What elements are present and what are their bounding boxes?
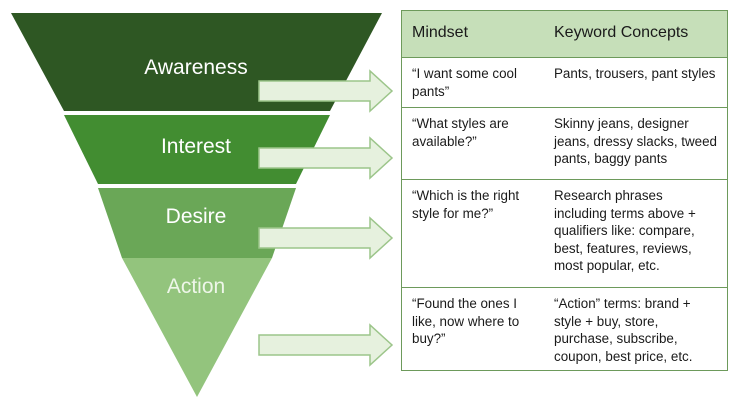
mindset-keyword-table: Mindset Keyword Concepts “I want some co… — [401, 10, 728, 371]
header-mindset: Mindset — [412, 24, 469, 41]
stage-label-interest: Interest — [161, 135, 231, 158]
header-keyword-concepts: Keyword Concepts — [554, 24, 689, 41]
keywords-cell: Skinny jeans, designer jeans, dressy sla… — [554, 116, 717, 166]
mindset-cell: “Which is the right style for me?” — [412, 188, 520, 221]
mindset-cell: “What styles are available?” — [412, 116, 509, 149]
table-row: “I want some cool pants” Pants, trousers… — [402, 57, 727, 107]
arrow-awareness — [258, 69, 394, 113]
arrow-interest — [258, 136, 394, 180]
keywords-cell: Research phrases including terms above +… — [554, 188, 696, 273]
mindset-cell: “Found the ones I like, now where to buy… — [412, 296, 520, 346]
arrow-desire — [258, 216, 394, 260]
stage-label-action: Action — [167, 275, 225, 298]
keywords-cell: Pants, trousers, pant styles — [554, 66, 716, 81]
table-row: “What styles are available?” Skinny jean… — [402, 107, 727, 179]
arrow-action — [258, 323, 394, 367]
stage-label-awareness: Awareness — [144, 56, 248, 79]
funnel-stage-action — [122, 258, 272, 397]
keywords-cell: “Action” terms: brand + style + buy, sto… — [554, 296, 693, 364]
funnel-stage-desire — [98, 188, 296, 258]
table-row: “Found the ones I like, now where to buy… — [402, 287, 727, 370]
mindset-cell: “I want some cool pants” — [412, 66, 517, 99]
stage-label-desire: Desire — [166, 205, 227, 228]
table-header-row: Mindset Keyword Concepts — [402, 11, 727, 57]
table-row: “Which is the right style for me?” Resea… — [402, 179, 727, 287]
